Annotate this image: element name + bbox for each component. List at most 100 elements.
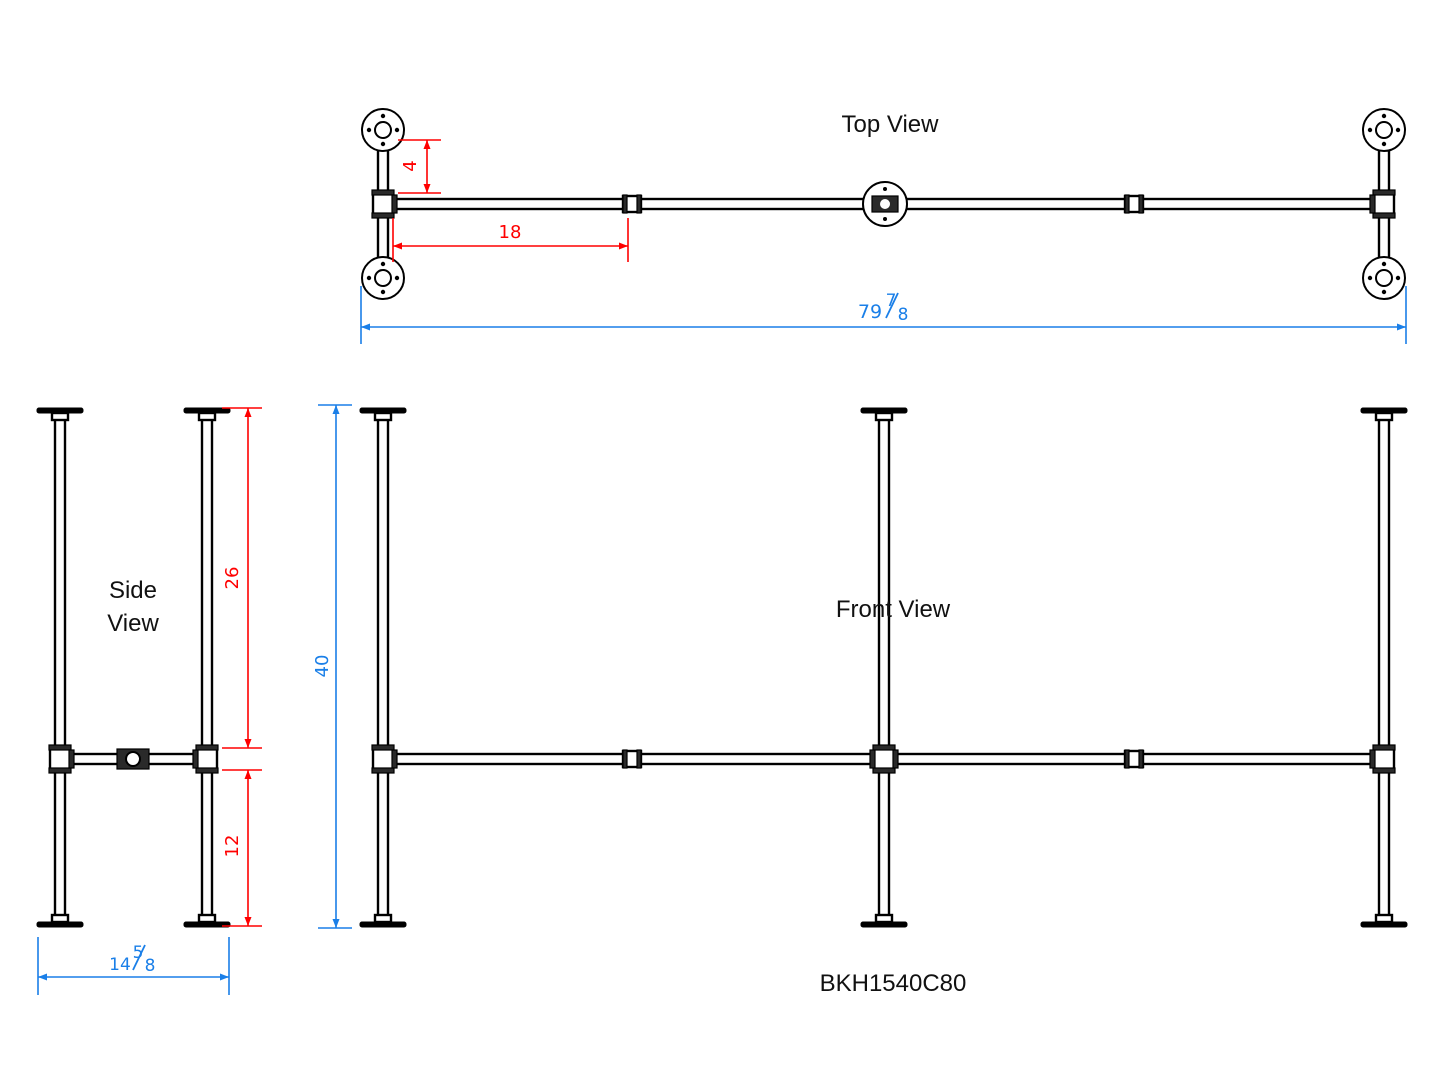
dim-40-arrow-top [332,405,340,414]
dim-12-arrow-bottom [244,917,252,926]
front-coupling-right-band-right [1138,749,1144,769]
front-left-leg [376,416,390,919]
dimension-annotations [37,139,1407,995]
front-tee-right-band-top [1372,744,1396,751]
top-tee-right-band-top [1372,189,1396,196]
top-coupling-left-band-right [636,194,642,214]
top-flange-bl-bolt-hole [380,261,386,267]
dim-40-arrow-bottom [332,919,340,928]
top-flange-tl-bolt-hole [366,127,372,133]
side-flange-br-hub [197,913,217,924]
front-tee-right-body [1372,747,1396,771]
top-flange-bl-bolt-hole [366,275,372,281]
dim-whole: 14 [109,955,131,975]
front-center-leg [877,416,891,919]
top-flange-br-bolt-hole [1381,261,1387,267]
side-view-label-line1: Side [109,577,157,604]
dim-26-arrow-top [244,408,252,417]
top-tee-left-band-right [391,194,398,214]
dim-length-arrow-left [361,323,370,331]
dim-12-arrow-top [244,770,252,779]
top-flange-br-bore [1375,269,1393,287]
front-cross-center-band-right [892,749,899,769]
dim-text-overall-depth: 14 5 8 [109,943,155,976]
dim-text-upper-leg: 26 [222,567,243,590]
side-left-leg [53,416,67,919]
side-flange-bl-hub [50,913,70,924]
front-flange-top-left-hub [373,411,393,422]
top-flange-tr-bore [1375,121,1393,139]
dim-depth-arrow-left [38,973,47,981]
front-flange-bottom-left-hub [373,913,393,924]
side-tee-left-body [48,747,72,771]
top-coupling-right-band-left [1124,194,1130,214]
top-tee-left-band-bottom [371,212,395,219]
top-flange-tr-bolt-hole [1381,113,1387,119]
front-tee-left-band-right [391,749,398,769]
top-flange-bl-bolt-hole [380,289,386,295]
front-flange-top-center-hub [874,411,894,422]
front-tee-right-band-bottom [1372,767,1396,774]
front-tee-left-band-top [371,744,395,751]
top-coupling-right-band-right [1138,194,1144,214]
dim-whole: 79 [858,301,882,323]
dim-text-overall-length: 79 7 8 [858,291,909,325]
pipe-geometry [36,108,1408,928]
side-tee-right-band-bottom [195,767,219,774]
front-tee-left-band-bottom [371,767,395,774]
front-cross-center-band-top [872,744,896,751]
side-right-leg [200,416,214,919]
dim-text-lower-leg: 12 [222,835,243,858]
dim-text-overall-height: 40 [312,655,333,678]
dim-denominator: 8 [145,956,156,976]
front-cross-center-body [872,747,896,771]
top-flange-tr-bolt-hole [1381,141,1387,147]
side-tee-left-band-bottom [48,767,72,774]
dim-18-arrow-right [619,242,628,250]
top-tee-right-band-bottom [1372,212,1396,219]
front-coupling-right-band-left [1124,749,1130,769]
top-center-bolt [883,217,887,221]
side-tee-right-band-left [192,749,199,769]
side-tee-left-band-right [68,749,75,769]
side-center-bore [125,751,141,767]
side-tee-left-band-top [48,744,72,751]
front-flange-top-right-hub [1374,411,1394,422]
top-flange-tl-bolt-hole [394,127,400,133]
model-code: BKH1540C80 [820,970,967,997]
dim-numerator: 5 [133,943,144,963]
top-flange-br-bolt-hole [1367,275,1373,281]
front-tee-right-band-left [1369,749,1376,769]
dim-text-top-offset: 4 [400,160,421,171]
front-cross-center-band-left [869,749,876,769]
side-flange-tr-hub [197,411,217,422]
dim-depth-arrow-right [220,973,229,981]
fraction-slash [132,944,146,971]
front-coupling-left-band-left [622,749,628,769]
front-right-leg [1377,416,1391,919]
top-view-label: Top View [842,111,940,138]
dim-length-arrow-right [1397,323,1406,331]
dim-26-arrow-bottom [244,739,252,748]
top-center-bore [880,199,890,209]
top-tee-right-body [1372,192,1396,216]
top-tee-left-body [371,192,395,216]
top-flange-tr-bolt-hole [1395,127,1401,133]
top-tee-left-band-top [371,189,395,196]
dim-numerator: 7 [886,291,897,311]
dim-4-arrow-top [423,140,431,149]
front-coupling-left-band-right [636,749,642,769]
dim-text-coupling-offset: 18 [499,222,522,243]
front-tee-left-body [371,747,395,771]
side-view-label-line2: View [107,610,159,637]
front-flange-bottom-right-hub [1374,913,1394,924]
front-cross-center-band-bottom [872,767,896,774]
dim-denominator: 8 [898,305,909,325]
fraction-slash [885,292,899,319]
top-flange-tr-bolt-hole [1367,127,1373,133]
side-tee-right-band-top [195,744,219,751]
top-flange-tl-bolt-hole [380,113,386,119]
top-flange-br-bolt-hole [1395,275,1401,281]
front-view-label: Front View [836,596,951,623]
